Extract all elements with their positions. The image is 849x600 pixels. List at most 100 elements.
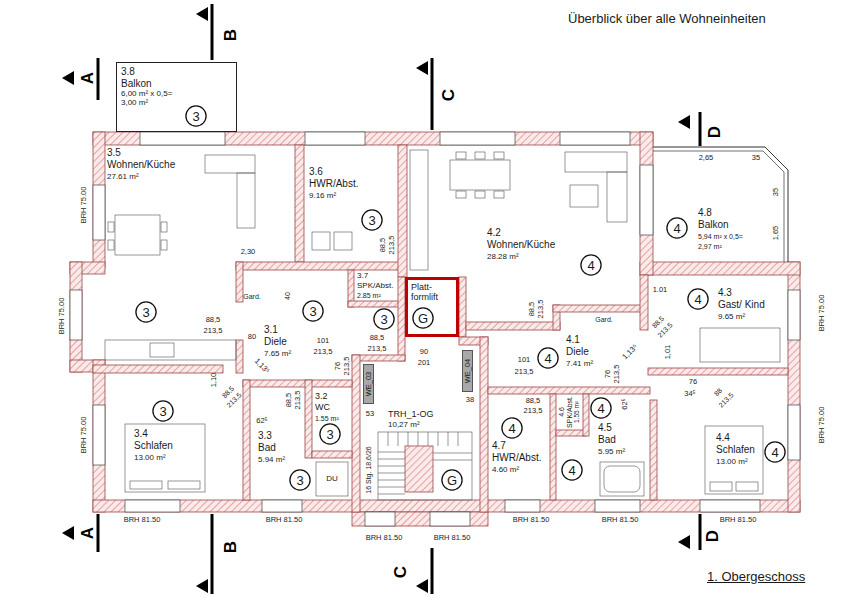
section-arrow — [416, 579, 428, 593]
wall — [640, 262, 800, 275]
callout-number: 3 — [309, 305, 316, 318]
walls — [70, 132, 800, 526]
unit-number-circle: 3 — [152, 400, 174, 422]
callout-number: 4 — [673, 222, 680, 235]
dining-table — [115, 215, 160, 255]
section-letter: B — [222, 541, 239, 553]
chair — [108, 240, 114, 250]
sofa — [607, 172, 627, 222]
node-text: Platt-formlift — [411, 282, 453, 303]
wall — [466, 322, 560, 330]
plan-label: 213,5 — [515, 368, 534, 376]
circle-shape — [442, 470, 462, 490]
circle-shape — [320, 424, 340, 444]
balcony-railing — [653, 151, 784, 262]
plan-label: 3.7 — [357, 272, 368, 280]
wall — [312, 451, 352, 458]
plan-label: 1,01 — [664, 345, 672, 360]
plan-label: 1.55 m² — [574, 401, 581, 423]
floor-caption: 1. Obergeschoss — [707, 570, 805, 584]
plan-label: 76 — [334, 362, 342, 370]
window — [262, 500, 302, 512]
plan-label: 76 — [689, 378, 697, 386]
window — [700, 500, 760, 512]
plan-label: Diele — [264, 337, 287, 347]
callout-number: 4 — [587, 259, 594, 272]
circle-shape — [538, 348, 558, 368]
callout-number: G — [418, 312, 428, 325]
plan-label: BRH 81.50 — [266, 516, 303, 524]
circle-shape — [688, 289, 708, 309]
bathtub — [600, 462, 644, 496]
stair-treads — [378, 432, 472, 494]
plan-label: 80 — [248, 333, 256, 341]
node-text: WE_04 — [464, 359, 472, 384]
plan-label: BRH 75.00 — [58, 298, 66, 335]
plan-label: BRH 75.00 — [80, 187, 88, 224]
wall — [70, 262, 82, 372]
plan-label: 76 — [604, 370, 612, 378]
plan-label: 3.5 — [107, 148, 121, 158]
plan-label: 4.8 — [698, 208, 712, 218]
plan-label: 1,13⁵ — [621, 343, 639, 361]
callout-number: 4 — [597, 402, 604, 415]
window — [595, 500, 640, 512]
chair — [108, 222, 114, 232]
plan-label: 34⁵ — [684, 390, 695, 398]
unit-number-circle: 3 — [373, 308, 395, 330]
bed — [705, 426, 763, 494]
plan-label: 90 — [420, 348, 428, 356]
plan-label: 213,5 — [294, 391, 302, 410]
plan-label: 1,10 — [210, 373, 218, 388]
plan-label: 7.65 m² — [264, 350, 291, 358]
washer — [334, 232, 352, 250]
wall — [236, 262, 243, 302]
unit-number-circle: 3 — [185, 105, 207, 127]
wall — [550, 394, 556, 500]
window — [365, 512, 395, 526]
chair — [494, 191, 504, 198]
plan-label: 1,13⁵ — [253, 357, 271, 375]
plan-label: DU — [326, 475, 338, 483]
wall — [398, 277, 405, 361]
plan-label: BRH 75.00 — [80, 417, 88, 454]
section-letter: D — [704, 530, 721, 542]
section-arrow — [678, 115, 690, 129]
section-bar — [431, 548, 434, 594]
plan-label: 4.6 — [558, 407, 565, 417]
plan-label: 2,97 m² — [698, 243, 722, 250]
plan-label: Gast/ Kind — [718, 300, 765, 310]
plan-label: 4.1 — [566, 335, 580, 345]
chair — [456, 191, 466, 198]
circle-shape — [667, 218, 687, 238]
node-text: WE_03 — [365, 372, 373, 397]
chair — [456, 152, 466, 159]
chair — [161, 240, 167, 250]
sink — [150, 343, 174, 357]
wall — [352, 355, 360, 512]
plan-label: 9.16 m² — [309, 192, 336, 200]
plan-label: BRH 75.00 — [818, 407, 826, 444]
plan-label: 53 — [366, 410, 374, 418]
plan-label: 3.2 — [315, 392, 328, 401]
section-bar — [97, 514, 100, 552]
wall — [650, 400, 657, 500]
circle-shape — [362, 210, 382, 230]
unit-number-circle: 4 — [590, 397, 612, 419]
wall — [488, 387, 650, 394]
chair — [494, 152, 504, 159]
plan-label: 2,30 — [241, 248, 256, 256]
plan-label: 62⁵ — [256, 417, 267, 425]
section-markers — [62, 4, 700, 594]
section-bar — [211, 4, 214, 60]
plan-label: 4.3 — [718, 288, 732, 298]
plan-label: Schlafen — [716, 445, 755, 455]
circle-shape — [303, 301, 323, 321]
section-bar — [699, 514, 702, 550]
bed — [125, 424, 205, 492]
balcony-box: 3.8Balkon6,00 m² x 0,5=3,00 m²3 — [116, 62, 237, 132]
section-arrow — [196, 579, 208, 593]
unit-number-circle: G — [441, 469, 463, 491]
unit-number-circle: 4 — [666, 217, 688, 239]
plan-label: 213,5 — [368, 345, 387, 353]
